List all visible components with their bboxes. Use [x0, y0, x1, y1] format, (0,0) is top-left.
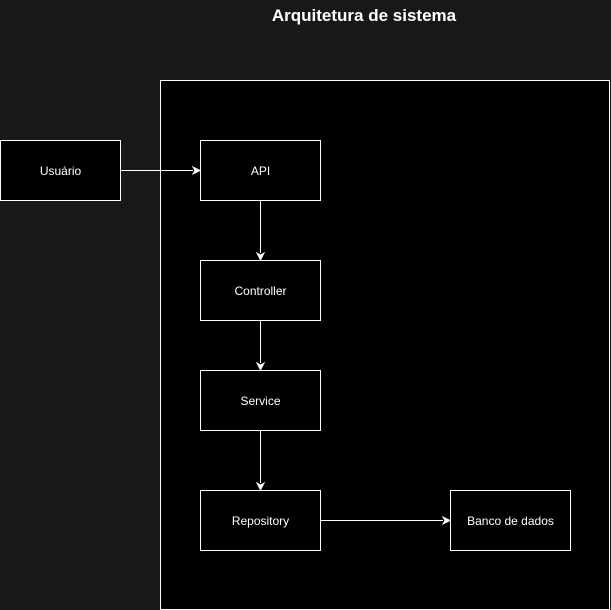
diagram-title: Arquitetura de sistema — [271, 6, 457, 25]
node-service[interactable]: Service — [200, 370, 321, 431]
node-controller[interactable]: Controller — [200, 260, 321, 321]
node-banco-de-dados-label: Banco de dados — [467, 513, 554, 528]
node-usuario[interactable]: Usuário — [0, 140, 121, 201]
node-controller-label: Controller — [234, 283, 287, 298]
node-api[interactable]: API — [200, 140, 321, 201]
node-banco-de-dados[interactable]: Banco de dados — [450, 490, 571, 551]
node-repository[interactable]: Repository — [200, 490, 321, 551]
node-repository-label: Repository — [231, 513, 290, 528]
node-api-label: API — [250, 163, 271, 178]
node-usuario-label: Usuário — [39, 163, 82, 178]
node-service-label: Service — [240, 393, 281, 408]
